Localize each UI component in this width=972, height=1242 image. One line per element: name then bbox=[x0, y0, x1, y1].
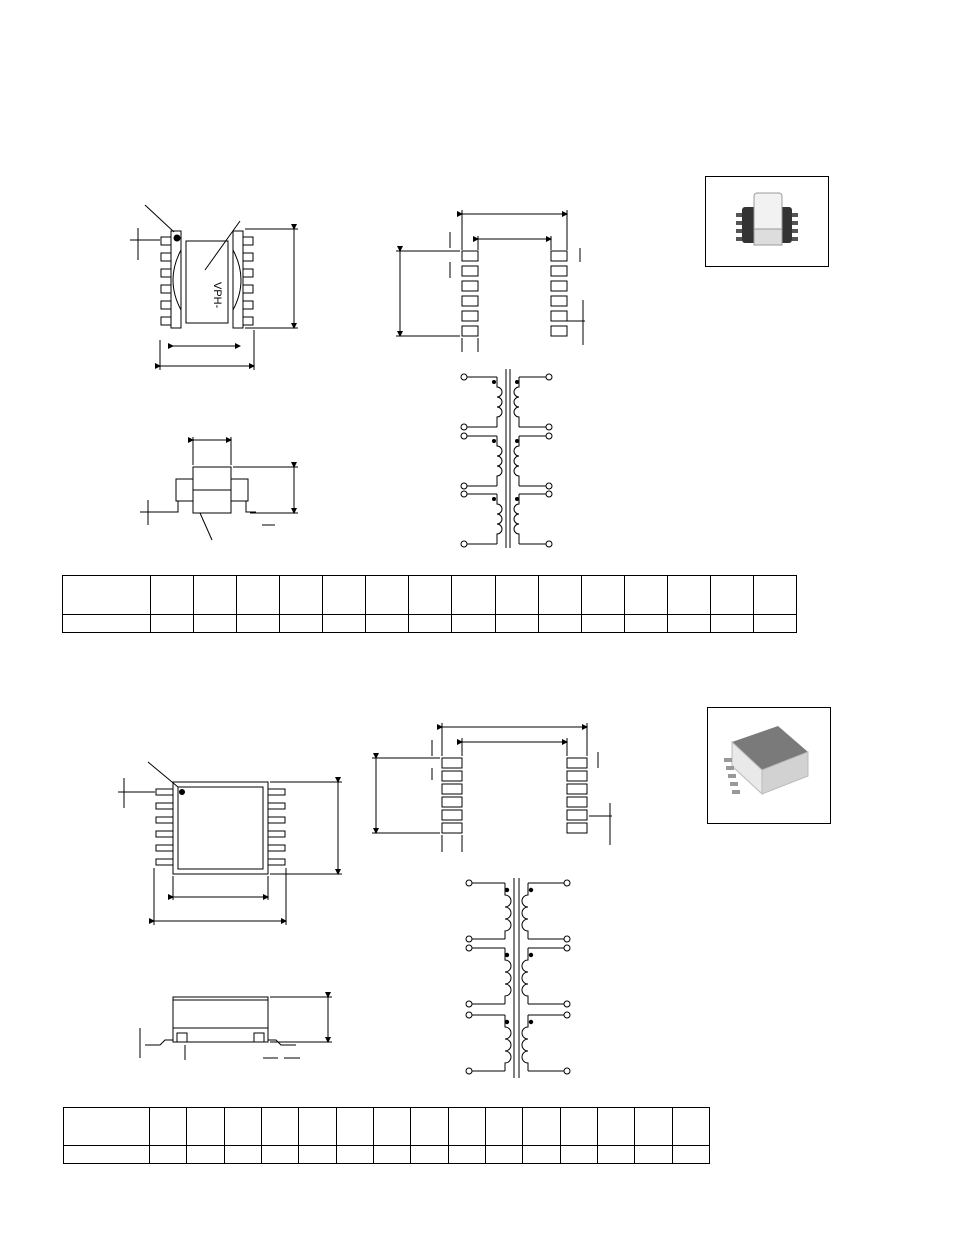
bottom-product-photo bbox=[707, 707, 831, 824]
header-cell bbox=[236, 575, 281, 615]
value-cell bbox=[666, 614, 711, 633]
header-cell bbox=[63, 1107, 150, 1146]
value-cell bbox=[236, 614, 281, 633]
top-pad-layout bbox=[396, 210, 585, 352]
value-cell bbox=[372, 1145, 412, 1164]
bottom-package-side-view bbox=[139, 992, 332, 1060]
value-cell bbox=[193, 614, 238, 633]
value-cell bbox=[260, 1145, 300, 1164]
bottom-package-top-view bbox=[118, 761, 342, 925]
header-cell bbox=[752, 575, 798, 615]
value-cell bbox=[410, 1145, 449, 1164]
top-schematic-dots bbox=[492, 380, 519, 501]
header-cell bbox=[298, 1107, 337, 1146]
header-cell bbox=[149, 575, 195, 615]
value-cell bbox=[62, 614, 151, 633]
value-cell bbox=[408, 614, 453, 633]
transformer-photo-icon bbox=[736, 192, 798, 246]
top-product-photo bbox=[705, 176, 829, 267]
header-cell bbox=[596, 1107, 636, 1146]
header-cell bbox=[623, 575, 668, 615]
header-cell bbox=[260, 1107, 300, 1146]
header-cell bbox=[193, 575, 238, 615]
value-cell bbox=[447, 1145, 486, 1164]
top-spec-table bbox=[62, 575, 798, 633]
value-cell bbox=[451, 614, 496, 633]
header-cell bbox=[522, 1107, 561, 1146]
top-schematic bbox=[460, 369, 553, 548]
bottom-pad-layout bbox=[372, 723, 612, 852]
header-cell bbox=[335, 1107, 374, 1146]
header-cell bbox=[372, 1107, 412, 1146]
header-cell bbox=[709, 575, 754, 615]
value-cell bbox=[335, 1145, 374, 1164]
value-cell bbox=[634, 1145, 673, 1164]
top-left-pins bbox=[160, 236, 172, 326]
header-cell bbox=[186, 1107, 225, 1146]
value-cell bbox=[186, 1145, 225, 1164]
value-cell bbox=[580, 614, 625, 633]
header-cell bbox=[634, 1107, 673, 1146]
value-cell bbox=[537, 614, 582, 633]
header-cell bbox=[410, 1107, 449, 1146]
header-cell bbox=[223, 1107, 262, 1146]
header-cell bbox=[494, 575, 539, 615]
value-cell bbox=[623, 614, 668, 633]
header-cell bbox=[148, 1107, 188, 1146]
header-cell bbox=[666, 575, 711, 615]
header-cell bbox=[451, 575, 496, 615]
value-cell bbox=[596, 1145, 636, 1164]
value-cell bbox=[559, 1145, 598, 1164]
value-cell bbox=[671, 1145, 711, 1164]
value-cell bbox=[322, 614, 367, 633]
bottom-schematic-dots bbox=[504, 887, 534, 1025]
value-cell bbox=[298, 1145, 337, 1164]
bottom-spec-table bbox=[63, 1107, 711, 1164]
value-cell bbox=[494, 614, 539, 633]
value-cell bbox=[279, 614, 324, 633]
top-package-top-view bbox=[130, 204, 298, 370]
header-cell bbox=[484, 1107, 524, 1146]
header-cell bbox=[279, 575, 324, 615]
header-cell bbox=[365, 575, 410, 615]
header-cell bbox=[447, 1107, 486, 1146]
smd-transformer-photo-icon bbox=[724, 726, 809, 796]
value-cell bbox=[522, 1145, 561, 1164]
value-cell bbox=[365, 614, 410, 633]
value-cell bbox=[148, 1145, 188, 1164]
header-cell bbox=[537, 575, 582, 615]
header-cell bbox=[322, 575, 367, 615]
header-cell bbox=[580, 575, 625, 615]
header-cell bbox=[62, 575, 151, 615]
top-package-side-view bbox=[140, 437, 298, 541]
header-cell bbox=[408, 575, 453, 615]
marking-text: VPH- bbox=[211, 282, 223, 309]
value-cell bbox=[149, 614, 195, 633]
value-cell bbox=[223, 1145, 262, 1164]
value-cell bbox=[484, 1145, 524, 1164]
header-cell bbox=[559, 1107, 598, 1146]
top-right-pins bbox=[242, 236, 254, 326]
value-cell bbox=[752, 614, 798, 633]
header-cell bbox=[671, 1107, 711, 1146]
value-cell bbox=[709, 614, 754, 633]
value-cell bbox=[63, 1145, 150, 1164]
bottom-schematic bbox=[465, 878, 571, 1078]
